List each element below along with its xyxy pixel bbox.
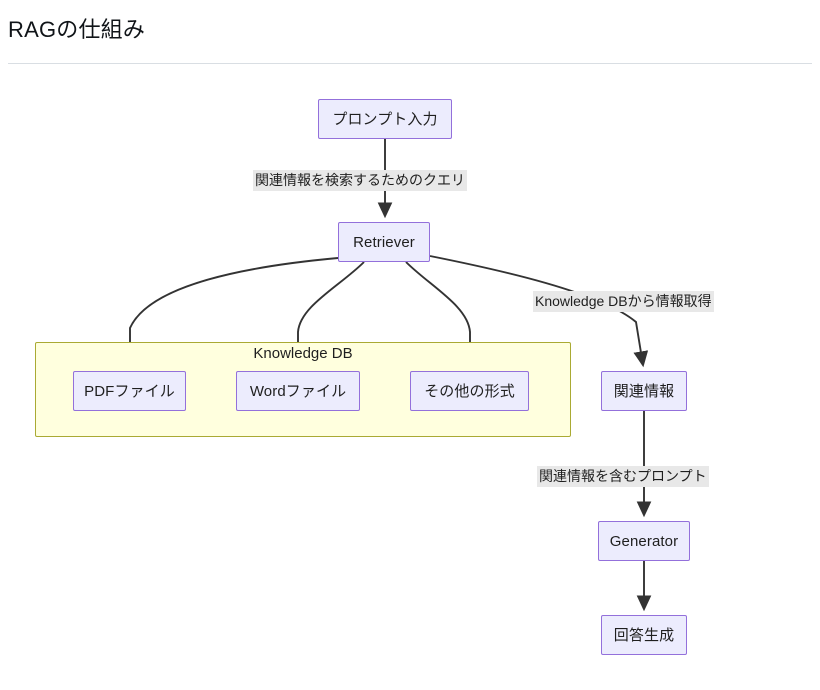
flowchart-edges [122,139,652,612]
page-title: RAGの仕組み [8,17,146,42]
edge-label-prompt-with-related-info: 関連情報を含むプロンプト [537,466,709,487]
edge-label-query: 関連情報を検索するためのクエリ [253,170,467,191]
title-divider [8,63,812,64]
edge-retriever-word [290,261,365,368]
node-retriever[interactable]: Retriever [338,222,430,262]
node-word-file[interactable]: Wordファイル [236,371,360,411]
edge-retriever-pdf [122,257,339,368]
cluster-knowledge-db-label: Knowledge DB [253,345,353,362]
node-other-format[interactable]: その他の形式 [410,371,529,411]
edge-retriever-relinfo [429,255,649,368]
edge-label-fetch-from-knowledge-db: Knowledge DBから情報取得 [533,291,714,312]
node-generator[interactable]: Generator [598,521,690,561]
node-answer-generation[interactable]: 回答生成 [601,615,687,655]
node-related-info[interactable]: 関連情報 [601,371,687,411]
node-pdf-file[interactable]: PDFファイル [73,371,186,411]
edge-retriever-other [405,261,478,368]
flowchart-diagram: Knowledge DB プロンプト入力 Retriever PDFファイル W… [0,70,820,690]
node-prompt-input[interactable]: プロンプト入力 [318,99,452,139]
